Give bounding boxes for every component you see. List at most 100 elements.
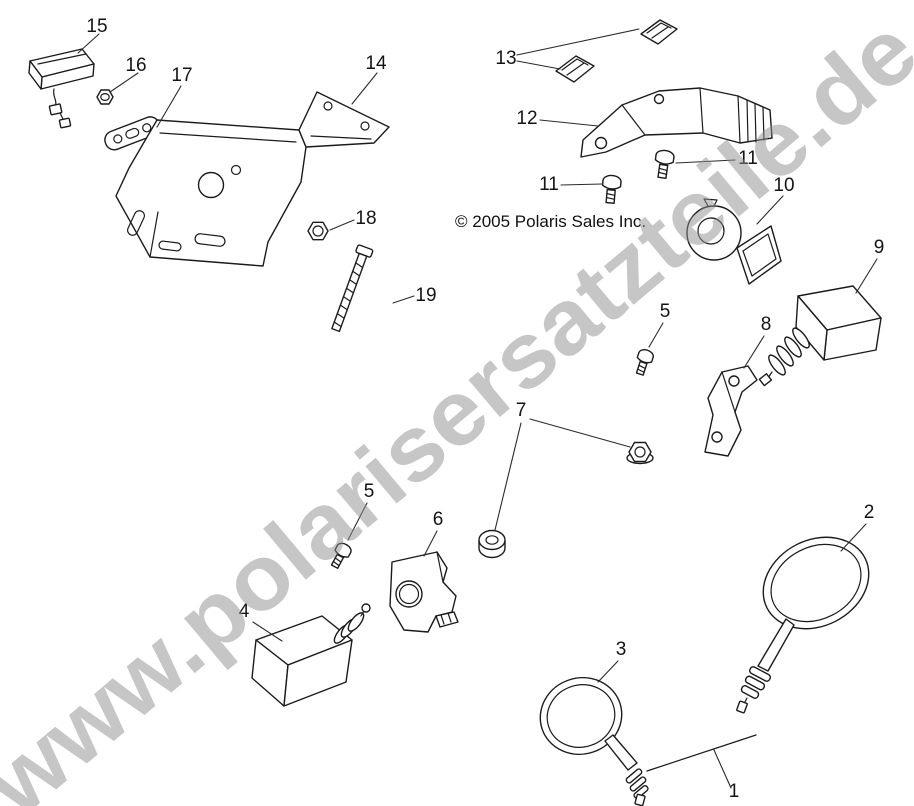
signal-front-face <box>283 639 353 707</box>
wing-hole-2 <box>360 121 370 131</box>
horn-mount-tab <box>703 198 718 207</box>
leader-19 <box>392 295 415 304</box>
part-19-bolt <box>331 244 374 333</box>
part-14-license-bracket <box>115 91 390 267</box>
callout-4: 4 <box>239 601 250 622</box>
bracket-tab-hatch <box>440 612 452 625</box>
signal-boot <box>333 603 371 644</box>
taillight-lens-line <box>37 53 87 65</box>
bracket-hole-rim <box>398 583 420 605</box>
part-13-clips <box>555 19 678 83</box>
taillight-connector-2 <box>58 117 72 129</box>
leader-10 <box>756 195 784 225</box>
screw-collar <box>601 179 622 190</box>
leader-5-lower <box>347 502 368 541</box>
screw-shank <box>657 163 669 180</box>
leader-15 <box>77 33 100 54</box>
horn-trumpet-inset <box>742 233 777 277</box>
leader-12 <box>539 119 599 127</box>
plate-hole-1 <box>113 134 123 144</box>
mirror-stem <box>757 618 795 672</box>
callout-11-left: 11 <box>539 174 559 195</box>
stem-tip <box>634 793 646 806</box>
callout-18: 18 <box>355 208 376 229</box>
clip-right <box>640 19 678 45</box>
signal-side-face <box>795 295 828 361</box>
mirror-stem <box>604 734 638 771</box>
screw-threads <box>658 167 668 175</box>
leader-1 <box>713 749 732 789</box>
bracket-right-wing <box>298 91 390 148</box>
nut-hole <box>100 92 110 101</box>
horn-bracket-fold-2 <box>699 87 704 134</box>
callout-6: 6 <box>433 509 444 530</box>
leader-11-left <box>560 183 603 186</box>
part-5-screw-lower <box>330 542 352 570</box>
part-12-horn-bracket <box>580 87 773 158</box>
bracket-tab-fold <box>149 211 159 258</box>
callout-labels: 15 16 17 14 18 19 13 12 11 11 10 9 5 8 7… <box>86 16 884 802</box>
plate-hole-2 <box>142 123 152 133</box>
signal-boot <box>758 327 810 387</box>
wing-hole-1 <box>323 101 333 111</box>
screw-shank <box>330 553 345 570</box>
screw-shank <box>635 360 648 376</box>
leader-lines <box>77 28 878 789</box>
stem-rib <box>749 666 771 682</box>
clip-right-fold <box>646 22 672 34</box>
part-7-nut <box>626 441 654 465</box>
leader-7 <box>494 418 631 531</box>
clip-right-edge <box>651 26 669 39</box>
part-2-mirror-right <box>736 536 870 714</box>
leader-14 <box>351 72 378 105</box>
washer-top <box>478 529 506 551</box>
stem-rib <box>740 685 760 699</box>
screw-threads <box>605 193 616 200</box>
part-8-bracket <box>704 365 758 457</box>
callout-13: 13 <box>495 48 516 69</box>
stem-rib <box>625 768 643 784</box>
callout-11-right: 11 <box>738 148 758 169</box>
nut-hole <box>634 446 646 458</box>
screw-shank <box>605 188 616 204</box>
leader-6 <box>423 530 438 557</box>
bracket-small-hole <box>230 164 242 176</box>
leader-9 <box>855 258 878 294</box>
bracket-slot-bottom-1 <box>194 233 226 247</box>
flange-nut-body <box>307 221 329 241</box>
horn-bracket-ribs <box>746 99 765 143</box>
callout-5-upper: 5 <box>660 301 671 322</box>
bracket-hole-bottom <box>711 431 723 443</box>
callout-16: 16 <box>125 55 146 76</box>
bolt-shank <box>331 252 368 333</box>
bracket-slot-left <box>127 210 145 236</box>
nut-body <box>96 89 114 105</box>
horn-bracket-hole-2 <box>653 93 665 105</box>
bracket-hole-top <box>728 375 740 387</box>
part-7-washer <box>478 529 506 559</box>
boot-end <box>758 373 773 387</box>
callout-1: 1 <box>729 781 740 802</box>
mirror-head <box>539 677 623 755</box>
leader-18 <box>329 219 355 231</box>
horn-spiral-arc <box>710 217 725 232</box>
part-5-screw-upper <box>635 349 654 376</box>
mirror-head <box>762 536 870 630</box>
leader-13 <box>516 28 640 70</box>
wing-fold-line <box>310 135 372 140</box>
part-3-mirror-left <box>539 677 649 806</box>
washer-hole <box>485 535 499 545</box>
flange-nut-hole <box>312 225 324 237</box>
bracket-slot-bottom-2 <box>158 240 182 252</box>
bracket-fold <box>436 551 444 583</box>
mirror-rim <box>546 684 616 748</box>
callout-8: 8 <box>761 314 772 335</box>
horn-bracket-hole-1 <box>594 136 608 150</box>
callout-12: 12 <box>516 108 537 129</box>
callout-5-lower: 5 <box>364 481 375 502</box>
callout-2: 2 <box>864 502 875 523</box>
screw-collar <box>654 154 675 165</box>
part-15-taillight-assembly <box>28 48 95 129</box>
leader-4 <box>252 621 283 642</box>
